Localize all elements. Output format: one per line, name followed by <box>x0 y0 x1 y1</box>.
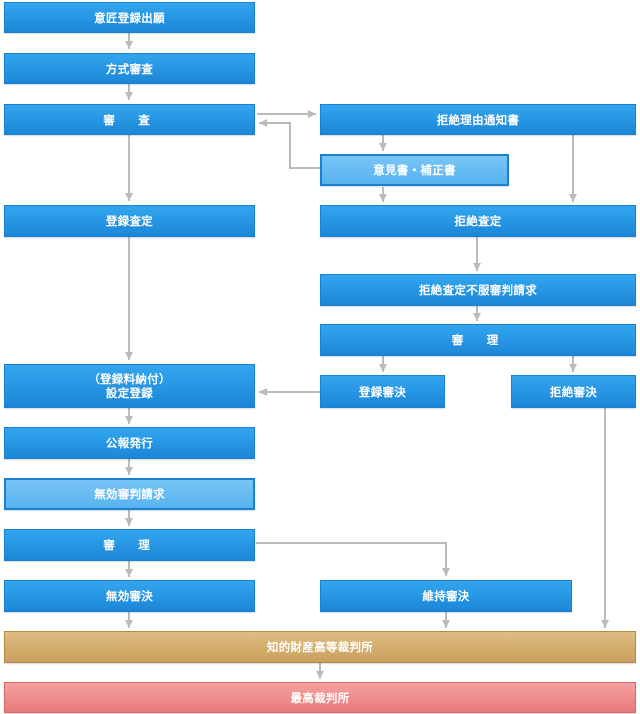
formality-exam-box: 方式審査 <box>4 53 255 84</box>
appeal-trial-box: 審 理 <box>320 324 636 356</box>
appeal-rejection-label: 拒絶審決 <box>549 384 598 399</box>
formality-exam-label: 方式審査 <box>105 61 154 76</box>
registration-payment-box: （登録料納付） 設定登録 <box>4 364 255 408</box>
maintenance-decision-box: 維持審決 <box>320 580 572 612</box>
arrow-opinion-to-exam <box>259 119 320 169</box>
invalidation-decision-box: 無効審決 <box>4 580 255 612</box>
rejection-notice-label: 拒絶理由通知書 <box>436 112 520 127</box>
supreme-court-label: 最高裁判所 <box>290 690 350 705</box>
written-opinion-label: 意見書・補正書 <box>373 163 456 177</box>
appeal-request-box: 拒絶査定不服審判請求 <box>320 274 636 306</box>
registration-payment-line2: 設定登録 <box>105 386 154 400</box>
registration-payment-line1: （登録料納付） <box>88 372 171 386</box>
ip-high-court-label: 知的財産高等裁判所 <box>266 640 374 654</box>
invalidation-request-box: 無効審判請求 <box>4 478 255 510</box>
rejection-decision-box: 拒絶査定 <box>320 205 636 237</box>
appeal-trial-label: 審 理 <box>451 333 505 347</box>
invalidation-request-label: 無効審判請求 <box>94 487 165 501</box>
examination-box: 審 査 <box>4 104 255 135</box>
supreme-court-box: 最高裁判所 <box>4 682 636 713</box>
appeal-rejection-box: 拒絶審決 <box>511 375 636 408</box>
ip-high-court-box: 知的財産高等裁判所 <box>4 631 636 663</box>
publication-box: 公報発行 <box>4 427 255 459</box>
invalidation-decision-label: 無効審決 <box>105 589 154 603</box>
rejection-decision-label: 拒絶査定 <box>454 214 502 228</box>
appeal-request-label: 拒絶査定不服審判請求 <box>419 283 537 297</box>
invalidation-trial-label: 審 理 <box>103 538 156 552</box>
publication-label: 公報発行 <box>105 436 154 450</box>
application-box: 意匠登録出願 <box>4 2 255 33</box>
registration-decision-box: 登録査定 <box>4 205 255 237</box>
appeal-registration-box: 登録審決 <box>320 375 445 408</box>
written-opinion-box: 意見書・補正書 <box>320 154 509 186</box>
registration-decision-label: 登録査定 <box>105 214 154 228</box>
appeal-registration-label: 登録審決 <box>358 384 407 399</box>
maintenance-decision-label: 維持審決 <box>422 589 470 603</box>
invalidation-trial-box: 審 理 <box>4 529 255 561</box>
examination-label: 審 査 <box>103 112 156 127</box>
arrow-trial-to-maintenance <box>256 542 450 576</box>
rejection-notice-box: 拒絶理由通知書 <box>320 104 636 135</box>
application-label: 意匠登録出願 <box>94 10 165 25</box>
